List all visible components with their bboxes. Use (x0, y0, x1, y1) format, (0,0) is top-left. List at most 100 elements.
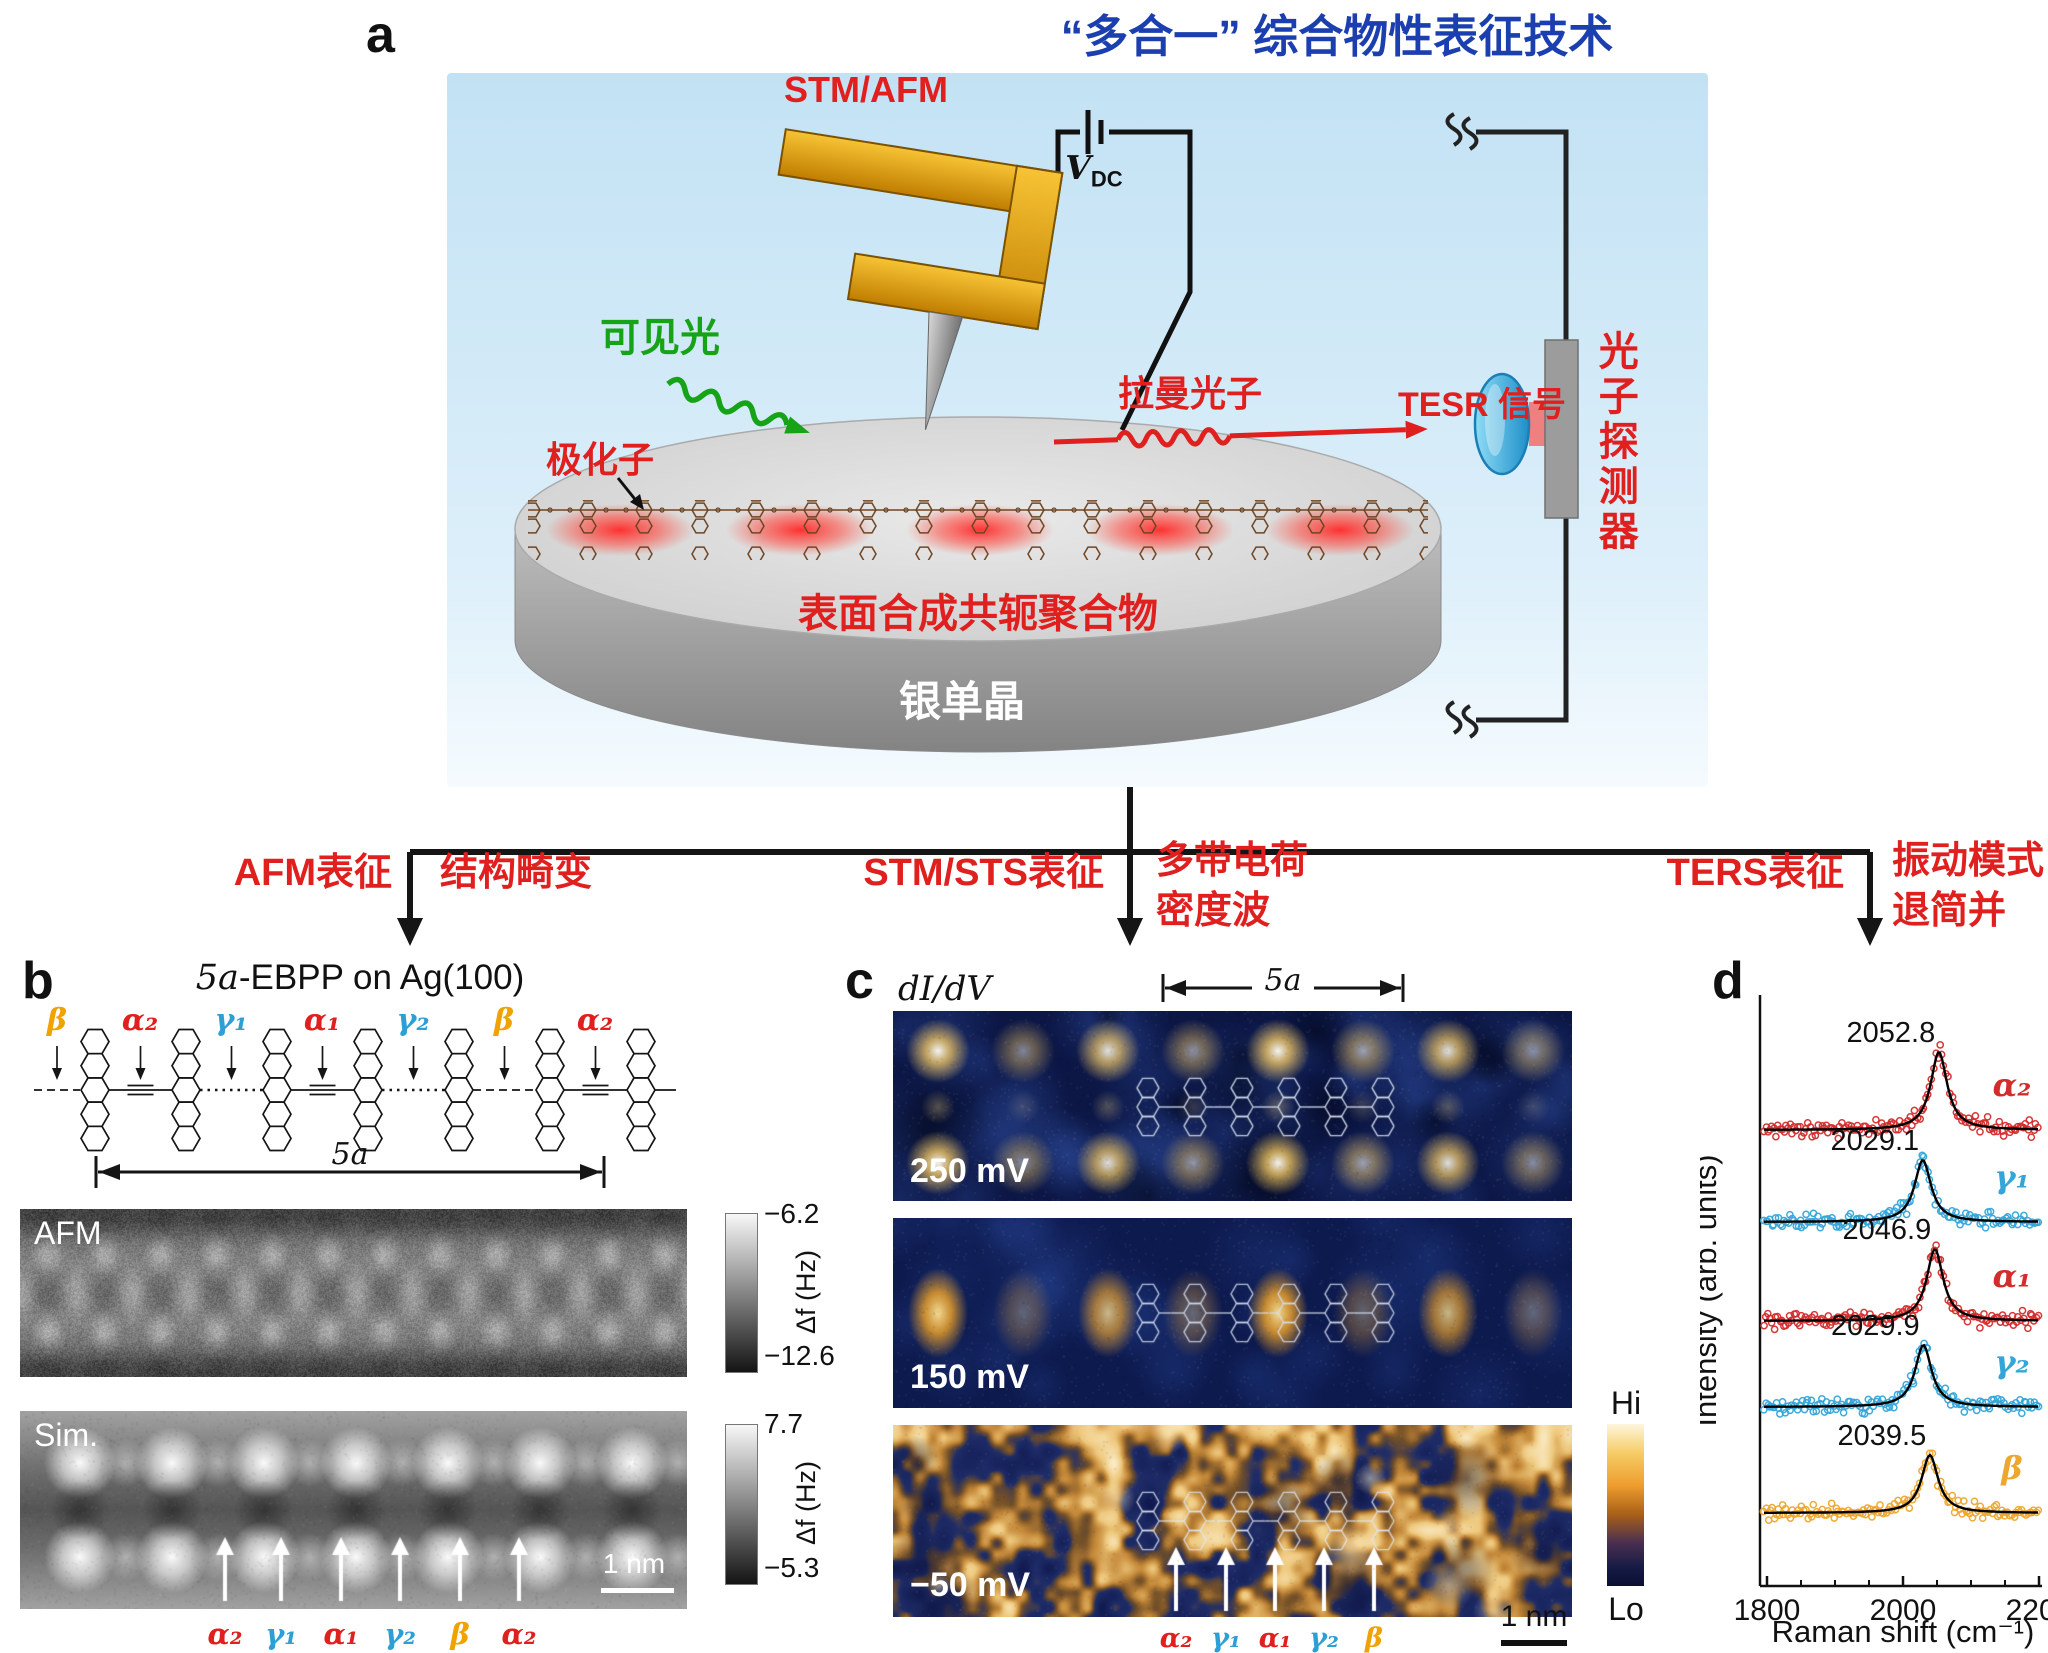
span-c-left-head (1166, 980, 1186, 996)
silver-crystal-label: 银单晶 (898, 678, 1026, 725)
svg-text:1800: 1800 (1734, 1594, 1801, 1627)
svg-text:β: β (2000, 1449, 2022, 1487)
afm-colorbar-max: −6.2 (764, 1198, 820, 1229)
bond-label-alpha2-1: α₂ (121, 1003, 159, 1038)
svg-text:α₂: α₂ (1993, 1066, 2032, 1104)
panel-b-5a-span (94, 1156, 606, 1188)
bond-label-gamma1: γ₁ (214, 1003, 248, 1038)
arrowhead-afm (397, 918, 423, 946)
mode-label-b-alpha1: α₁ (323, 1617, 359, 1651)
qplus-sensor (777, 128, 1064, 430)
didv-colorbar-lo: Lo (1608, 1591, 1644, 1627)
panel-b-label: b (22, 952, 54, 1010)
svg-text:2000: 2000 (1870, 1594, 1937, 1627)
svg-text:γ₂: γ₂ (1994, 1343, 2029, 1381)
didv-map-250mv (893, 1011, 1572, 1201)
stm-afm-label: STM/AFM (784, 69, 948, 110)
bond-label-alpha2-2: α₂ (576, 1003, 614, 1038)
svg-text:2039.5: 2039.5 (1838, 1420, 1927, 1452)
arrowhead-ters (1857, 918, 1883, 946)
didv-colorbar-hi: Hi (1610, 1385, 1642, 1421)
didv-map-150mv (893, 1218, 1572, 1408)
ters-result-label-1: 振动模式 (1892, 840, 2045, 882)
mode-label-b-alpha2-1: α₂ (207, 1617, 243, 1651)
chemical-structure (34, 1028, 676, 1152)
bias-label-250mv: 250 mV (910, 1152, 1030, 1190)
photon-detector-label: 光子探测器 (1592, 330, 1637, 555)
afm-colorbar-min: −12.6 (764, 1340, 835, 1371)
polaron-label: 极化子 (545, 439, 655, 480)
polymer-label: 表面合成共轭聚合物 (798, 592, 1158, 636)
mode-label-b-alpha2-2: α₂ (501, 1617, 537, 1651)
mode-label-c-alpha1: α₁ (1258, 1623, 1292, 1653)
stm-result-label-2: 密度波 (1156, 890, 1271, 932)
didv-scalebar-label: 1 nm (1500, 1600, 1568, 1633)
afm-colorbar (725, 1213, 758, 1373)
afm-result-label: 结构畸变 (440, 852, 593, 894)
sim-colorbar-min: −5.3 (764, 1552, 820, 1583)
visible-light-arrow-icon (666, 376, 810, 434)
raman-spectra-plot: 180020002200Raman shift (cm⁻¹)Intensity … (1700, 995, 2048, 1649)
span-b-right-head (580, 1164, 601, 1180)
svg-text:α₁: α₁ (1993, 1257, 2032, 1295)
cable-break-top-icon (1445, 112, 1479, 151)
bond-label-alpha1: α₁ (303, 1003, 341, 1038)
vdc-label: VDC (1065, 148, 1123, 192)
stm-result-label-1: 多带电荷 (1156, 840, 1309, 882)
ters-result-label-2: 退简并 (1892, 890, 2007, 932)
mode-label-b-gamma2: γ₂ (384, 1617, 416, 1651)
bias-label-150mv: 150 mV (910, 1358, 1030, 1396)
figure-title: “多合一” 综合物性表征技术 (1060, 11, 1614, 62)
detector-plate (1544, 339, 1579, 519)
detector-sensor (1529, 402, 1545, 446)
bond-label-beta-1: β (47, 1003, 67, 1038)
photon-detector (1473, 339, 1579, 519)
panel-c-span-label: 5a (1264, 963, 1302, 998)
ters-method-label: TERS表征 (1666, 852, 1844, 894)
sim-scalebar (601, 1588, 674, 1593)
mode-label-c-gamma2: γ₂ (1309, 1623, 1339, 1653)
span-c-right-head (1380, 980, 1400, 996)
didv-scalebar (1501, 1640, 1567, 1646)
panel-b-title-rest: -EBPP on Ag(100) (238, 958, 525, 997)
mode-label-c-alpha2: α₂ (1159, 1623, 1193, 1653)
afm-colorbar-unit: Δf (Hz) (790, 1249, 821, 1335)
bias-circuit (1055, 110, 1193, 432)
didv-label: dI/dV (898, 969, 991, 1009)
raman-photon-arrow-icon (1053, 420, 1428, 449)
sim-scalebar-label: 1 nm (602, 1548, 666, 1579)
panel-b-span-label: 5a (331, 1137, 369, 1172)
polaron-pointer (616, 477, 644, 510)
didv-colorbar (1607, 1424, 1644, 1586)
svg-text:2046.9: 2046.9 (1843, 1214, 1932, 1246)
mode-label-c-gamma1: γ₁ (1211, 1623, 1241, 1653)
panel-b-title: 5a-EBPP on Ag(100) (196, 958, 525, 998)
afm-method-label: AFM表征 (233, 852, 392, 894)
didv-map-minus50mv (893, 1425, 1572, 1617)
sim-image-title: Sim. (34, 1417, 98, 1453)
panel-c-label: c (845, 952, 874, 1010)
stm-tip (925, 311, 964, 430)
svg-text:2200: 2200 (2006, 1594, 2048, 1627)
vdc-symbol: V (1065, 148, 1091, 187)
mode-label-b-gamma1: γ₁ (265, 1617, 297, 1651)
stm-method-label: STM/STS表征 (863, 852, 1104, 894)
vdc-subscript: DC (1090, 166, 1123, 192)
span-b-left-head (99, 1164, 120, 1180)
mode-label-c-beta: β (1365, 1623, 1383, 1653)
cable-break-bottom-icon (1445, 700, 1479, 739)
svg-text:2029.9: 2029.9 (1831, 1310, 1920, 1342)
flow-arrows (407, 787, 1873, 920)
panel-d-label: d (1712, 952, 1744, 1010)
svg-text:Raman shift (cm⁻¹): Raman shift (cm⁻¹) (1772, 1614, 2035, 1649)
panel-b-title-italic: 5a (195, 958, 239, 998)
svg-text:γ₁: γ₁ (1994, 1158, 2029, 1196)
afm-simulation-image (20, 1411, 687, 1609)
afm-image-title: AFM (34, 1215, 102, 1251)
visible-light-label: 可见光 (600, 316, 720, 360)
panel-a-label: a (366, 6, 395, 64)
raman-photon-label: 拉曼光子 (1117, 373, 1263, 414)
sim-colorbar (725, 1424, 758, 1585)
